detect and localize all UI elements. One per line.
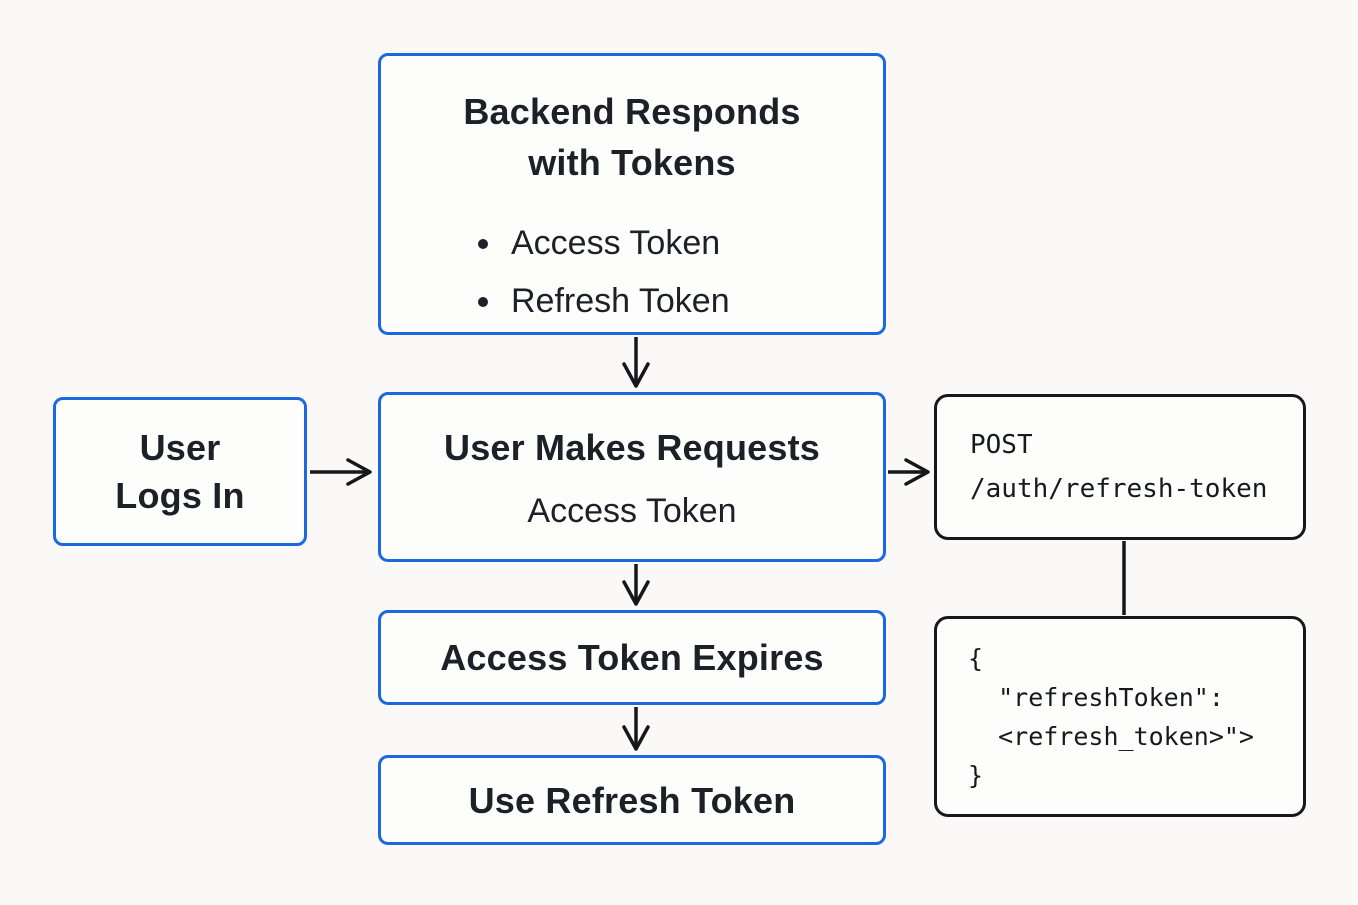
- node-backend-responds: Backend Responds with Tokens Access Toke…: [378, 53, 886, 335]
- code-line-method: POST: [970, 430, 1033, 460]
- node-subtitle: Access Token: [527, 491, 737, 530]
- title-line-2: Logs In: [115, 474, 245, 516]
- code-line-path: /auth/refresh-token: [970, 474, 1268, 504]
- node-title: Backend Responds with Tokens: [463, 86, 800, 188]
- title-line-1: Backend Responds: [463, 91, 801, 132]
- token-bullet-list: Access Token Refresh Token: [469, 214, 730, 330]
- node-title: User Makes Requests: [444, 426, 820, 468]
- title-line-2: with Tokens: [528, 142, 736, 183]
- node-user-logs-in: User Logs In: [53, 397, 307, 546]
- code-line-refresh-token-key: "refreshToken":: [968, 682, 1224, 712]
- node-access-token-expires: Access Token Expires: [378, 610, 886, 705]
- code-line-close-brace: }: [968, 760, 984, 790]
- node-use-refresh-token: Use Refresh Token: [378, 755, 886, 845]
- bullet-refresh-token: Refresh Token: [505, 272, 730, 330]
- node-post-endpoint: POST /auth/refresh-token: [934, 394, 1306, 540]
- title-line-1: User: [139, 426, 221, 468]
- node-title: Access Token Expires: [440, 637, 824, 678]
- node-refresh-payload: { "refreshToken": <refresh_token>"> }: [934, 616, 1306, 817]
- code-line-refresh-token-value: <refresh_token>">: [968, 721, 1254, 751]
- node-title: User Logs In: [115, 424, 244, 520]
- node-user-makes-requests: User Makes Requests Access Token: [378, 392, 886, 562]
- code-line-open-brace: {: [968, 643, 984, 673]
- bullet-access-token: Access Token: [505, 214, 730, 272]
- node-title: Use Refresh Token: [468, 779, 796, 821]
